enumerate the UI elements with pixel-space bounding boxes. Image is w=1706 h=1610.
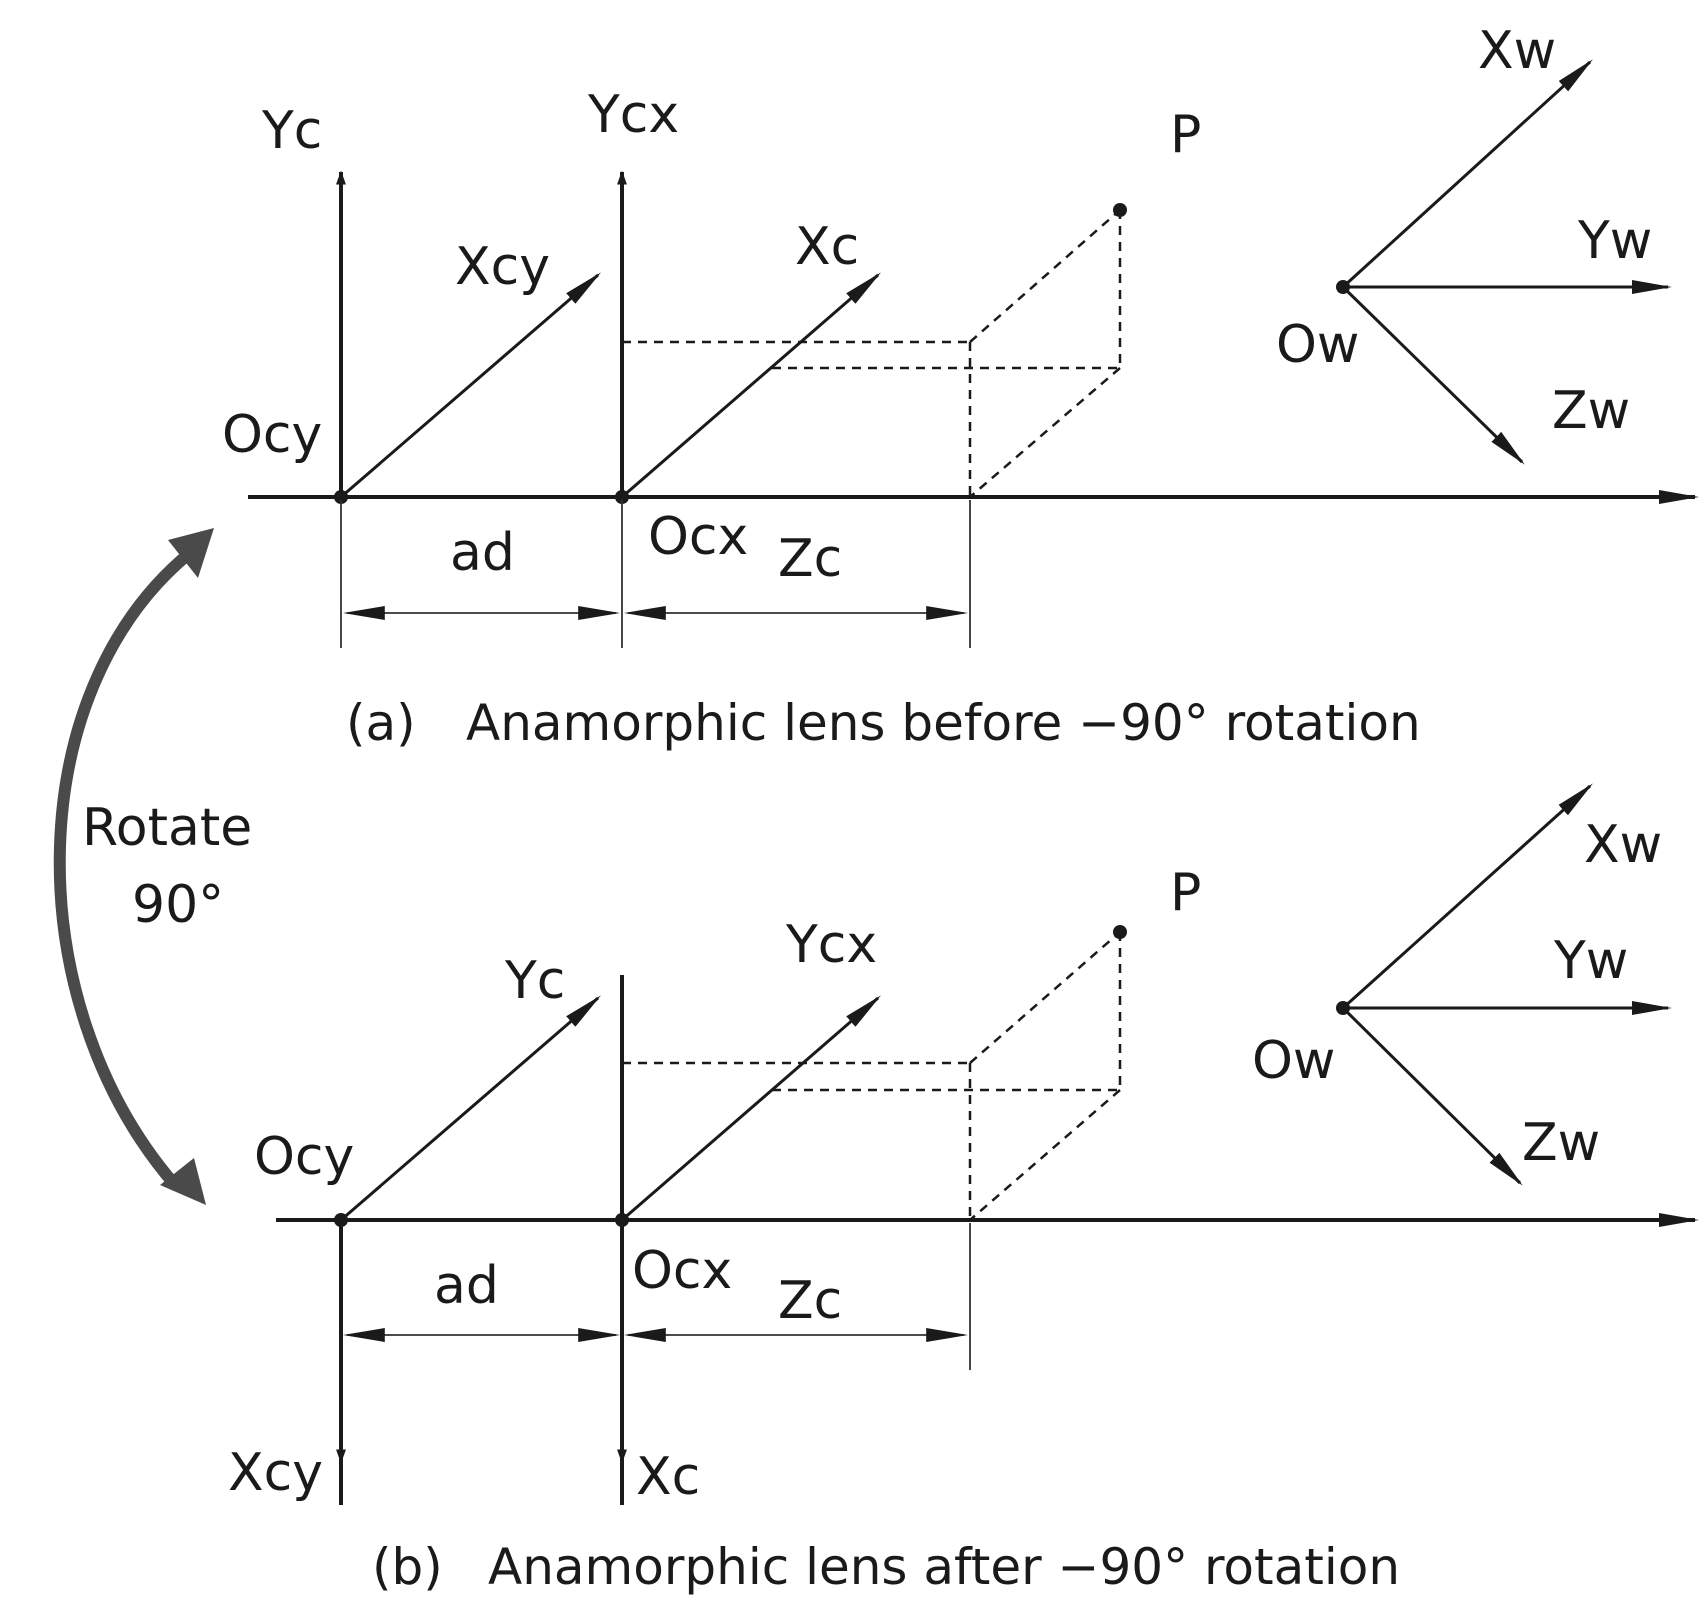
xw-label-b: Xw xyxy=(1584,815,1662,875)
rotate-label-line1: Rotate xyxy=(82,798,252,858)
xcy-label-a: Xcy xyxy=(455,237,550,297)
yw-label-b: Yw xyxy=(1553,931,1628,991)
xcy-axis-a xyxy=(340,272,602,499)
projection-box-b xyxy=(622,931,1122,1221)
rotate-arrow xyxy=(53,539,206,1191)
zw-label-a: Zw xyxy=(1552,381,1630,441)
projection-box-a xyxy=(622,209,1122,498)
zw-axis-a xyxy=(1341,285,1525,465)
xw-axis-a xyxy=(1341,59,1593,289)
xc-label-b: Xc xyxy=(636,1447,700,1507)
p-label-a: P xyxy=(1170,105,1201,165)
ad-label-a: ad xyxy=(450,523,515,583)
xc-label-a: Xc xyxy=(795,217,859,277)
ocx-label-a: Ocx xyxy=(648,507,748,567)
rotate-label-line2: 90° xyxy=(132,875,224,935)
ocy-label-b: Ocy xyxy=(254,1127,354,1187)
world-frame-b xyxy=(1336,783,1672,1186)
ocx-label-b: Ocx xyxy=(632,1241,732,1301)
ow-label-b: Ow xyxy=(1252,1031,1335,1091)
zw-label-b: Zw xyxy=(1522,1113,1600,1173)
ycx-axis-b xyxy=(621,995,882,1222)
ow-origin-b xyxy=(1336,1001,1350,1015)
dimension-lines-a xyxy=(340,500,971,648)
caption-b-index: (b) xyxy=(372,1538,443,1596)
ocy-origin-a xyxy=(334,490,348,504)
world-frame-a xyxy=(1336,59,1672,465)
point-p-b xyxy=(1113,925,1127,939)
yc-label-b: Yc xyxy=(504,951,565,1011)
ycx-label-a: Ycx xyxy=(587,85,679,145)
ocx-origin-b xyxy=(615,1213,629,1227)
rotate-indicator: Rotate 90° xyxy=(53,528,252,1205)
ocy-origin-b xyxy=(334,1213,348,1227)
dimension-lines-b xyxy=(342,1223,971,1370)
p-label-b: P xyxy=(1170,863,1201,923)
panel-b: Yc Ycx Xcy Xc P Ocy Ocx Zc ad Xw Yw Ow Z… xyxy=(228,783,1699,1596)
caption-b-text: Anamorphic lens after −90° rotation xyxy=(488,1538,1400,1596)
ow-label-a: Ow xyxy=(1276,315,1359,375)
zw-axis-b xyxy=(1341,1006,1523,1186)
zc-label-a: Zc xyxy=(778,529,842,589)
ocx-origin-a xyxy=(615,490,629,504)
yc-axis-b xyxy=(340,995,602,1222)
ow-origin-a xyxy=(1336,280,1350,294)
ocy-label-a: Ocy xyxy=(222,405,322,465)
xw-axis-b xyxy=(1341,783,1593,1010)
zc-label-b: Zc xyxy=(778,1271,842,1331)
caption-a-index: (a) xyxy=(346,694,416,752)
panel-a: Yc Ycx Xcy Xc P Ocy Ocx Zc ad Xw Yw Ow Z… xyxy=(222,21,1699,752)
xw-label-a: Xw xyxy=(1478,21,1556,81)
ad-label-b: ad xyxy=(434,1256,499,1316)
yc-label-a: Yc xyxy=(261,101,322,161)
xcy-label-b: Xcy xyxy=(228,1443,323,1503)
point-p-a xyxy=(1113,203,1127,217)
yw-label-a: Yw xyxy=(1577,211,1652,271)
xc-axis-a xyxy=(621,272,882,499)
rotate-arrowhead-top xyxy=(168,528,214,578)
caption-a-text: Anamorphic lens before −90° rotation xyxy=(466,694,1421,752)
ycx-label-b: Ycx xyxy=(785,915,877,975)
rotate-arrowhead-bottom xyxy=(160,1158,206,1205)
